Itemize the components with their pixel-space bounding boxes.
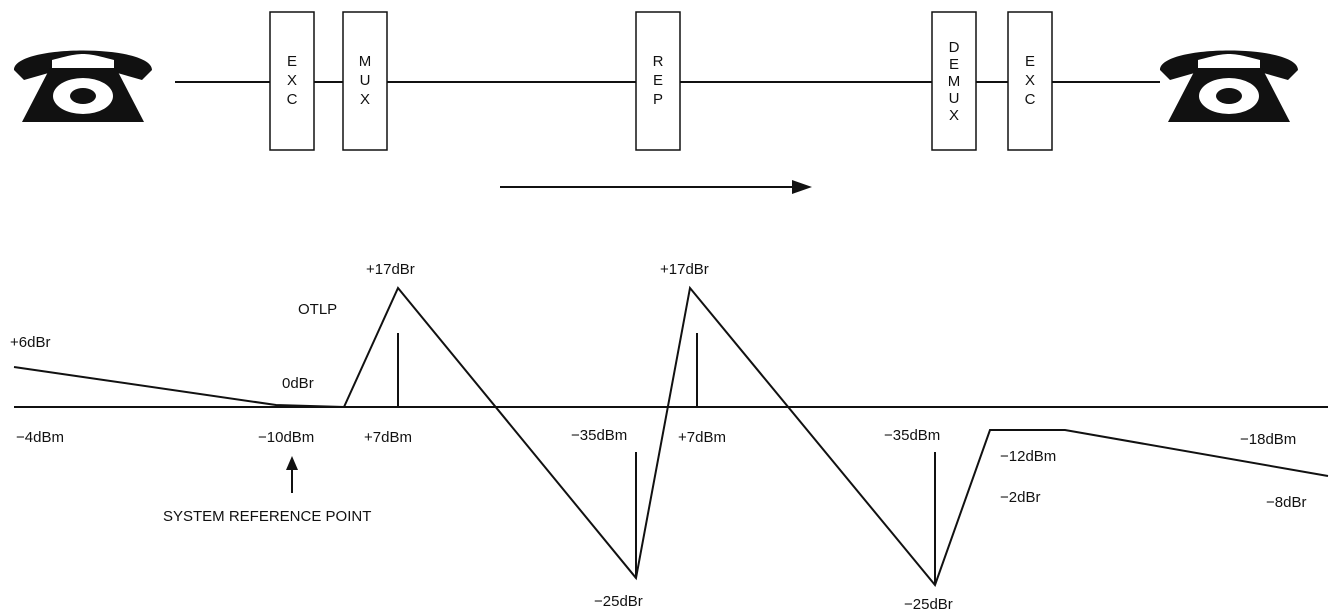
label-minus35-dbm-2: −35dBm: [884, 427, 941, 444]
left-telephone-icon: [14, 50, 152, 122]
rep-block: [635, 11, 681, 151]
label-system-reference-point: SYSTEM REFERENCE POINT: [163, 508, 372, 525]
exc-right-block: [1007, 11, 1053, 151]
label-plus17-dbr-1: +17dBr: [366, 261, 415, 278]
right-telephone-icon: [1160, 50, 1298, 122]
mux-block: [342, 11, 388, 151]
direction-arrow-icon: [500, 180, 812, 194]
label-minus4-dbm: −4dBm: [16, 429, 64, 446]
rep-label: REP: [649, 52, 667, 110]
level-profile-line: [13, 285, 1329, 587]
label-minus25-dbr-2: −25dBr: [904, 596, 953, 613]
exc-left-label: EXC: [283, 52, 301, 110]
exc-right-label: EXC: [1021, 52, 1039, 110]
label-minus8-dbr: −8dBr: [1266, 494, 1307, 511]
demux-label: DEMUX: [945, 38, 963, 124]
exc-left-block: [269, 11, 315, 151]
label-plus7-dbm-2: +7dBm: [678, 429, 726, 446]
reference-point-arrow-icon: [286, 456, 298, 493]
label-zero-dbr: 0dBr: [282, 375, 314, 392]
label-plus6-dbr: +6dBr: [10, 334, 51, 351]
label-plus17-dbr-2: +17dBr: [660, 261, 709, 278]
label-minus2-dbr: −2dBr: [1000, 489, 1041, 506]
demux-block: [931, 11, 977, 151]
label-minus18-dbm: −18dBm: [1240, 431, 1297, 448]
label-plus7-dbm-1: +7dBm: [364, 429, 412, 446]
label-minus12-dbm: −12dBm: [1000, 448, 1057, 465]
label-otlp: OTLP: [298, 301, 338, 318]
label-minus35-dbm-1: −35dBm: [571, 427, 628, 444]
label-minus25-dbr-1: −25dBr: [594, 593, 643, 610]
mux-label: MUX: [356, 52, 374, 110]
label-minus10-dbm: −10dBm: [258, 429, 315, 446]
